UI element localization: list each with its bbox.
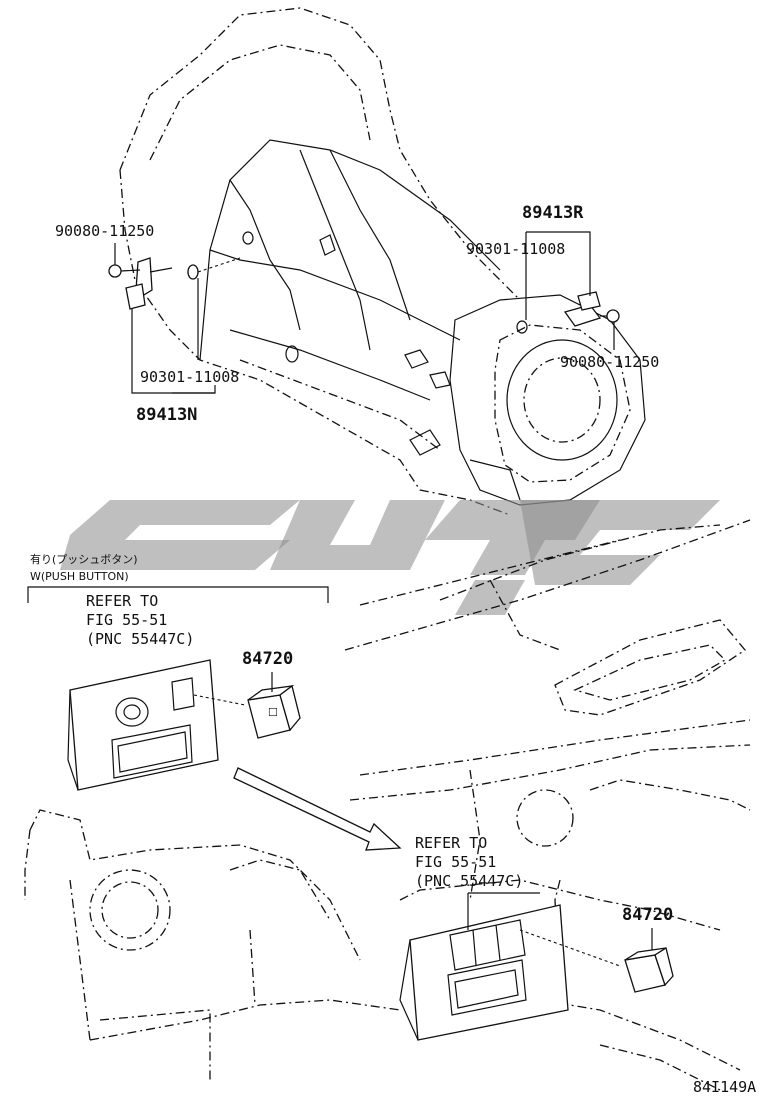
push-button-switch-top: ☐ [247, 672, 301, 739]
condition-bracket [27, 586, 329, 603]
refer-top-line3: (PNC 55447C) [86, 630, 194, 648]
label-bolt-right: 90080-11250 [560, 353, 659, 371]
switch-panel-dashboard [399, 904, 621, 1041]
label-sensor-right: 89413R [522, 203, 584, 223]
refer-bottom-line2: FIG 55-51 [415, 853, 496, 871]
dashboard-drawing [24, 519, 751, 1091]
label-gasket-right: 90301-11008 [466, 240, 565, 258]
switch-panel-inset [67, 659, 246, 791]
refer-top-line1: REFER TO [86, 592, 158, 610]
refer-top-line2: FIG 55-51 [86, 611, 167, 629]
figure-code: 84I149A [693, 1078, 756, 1096]
direction-arrow [233, 767, 402, 851]
label-bolt-left: 90080-11250 [55, 222, 154, 240]
speed-sensor-left [108, 257, 241, 310]
label-switch-top: 84720 [242, 649, 293, 669]
refer-bottom-line1: REFER TO [415, 834, 487, 852]
watermark-logo [60, 500, 720, 615]
condition-note-en: W(PUSH BUTTON) [30, 570, 129, 583]
refer-leaders [467, 892, 540, 930]
transmission-drawing [119, 7, 646, 516]
transmission-leaders [114, 231, 615, 394]
speed-sensor-right [563, 291, 620, 327]
label-switch-bottom: 84720 [622, 905, 673, 925]
label-gasket-left: 90301-11008 [140, 368, 239, 386]
push-button-switch-bottom [624, 928, 674, 993]
condition-note-jp: 有り(プッシュボタン) [30, 552, 138, 566]
label-sensor-left: 89413N [136, 405, 197, 425]
refer-bottom-line3: (PNC 55447C) [415, 872, 523, 890]
svg-text:☐: ☐ [268, 706, 278, 719]
